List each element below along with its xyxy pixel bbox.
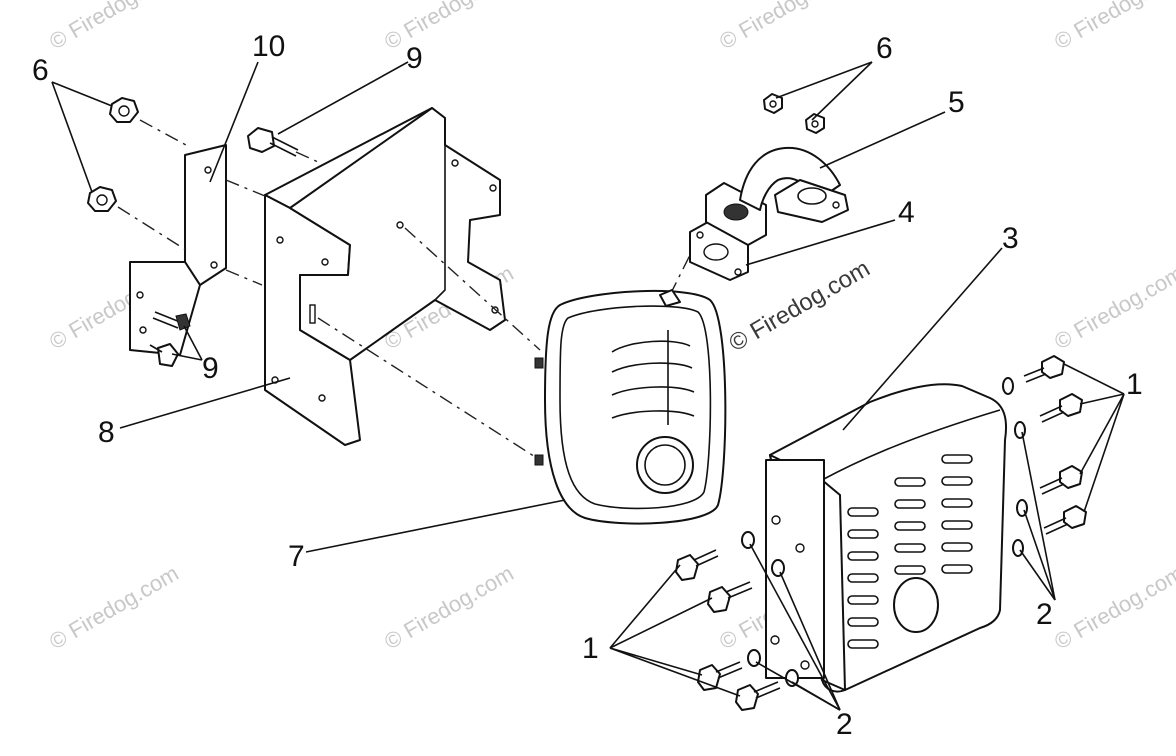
callout-4: 4 — [898, 196, 915, 229]
muffler-bracket — [264, 107, 506, 446]
bolt-l1 — [675, 549, 719, 581]
bolt-r3 — [1039, 465, 1083, 495]
bolt-lower-1 — [152, 311, 191, 331]
nut-right-2 — [805, 113, 825, 134]
watermark: © Firedog.com — [1050, 0, 1176, 54]
callout-9-bottom: 9 — [202, 352, 219, 385]
callout-10: 10 — [252, 30, 285, 63]
nut-left-lower — [87, 186, 117, 212]
callout-3: 3 — [1002, 222, 1019, 255]
callout-5: 5 — [948, 86, 965, 119]
bolt-l2 — [707, 581, 753, 613]
watermark: © Firedog.com — [380, 560, 518, 654]
callout-6-right: 6 — [876, 32, 893, 65]
bolt-r4 — [1043, 505, 1087, 535]
bolt-l4 — [735, 681, 781, 711]
watermark: © Firedog.com — [45, 0, 183, 54]
callout-7: 7 — [288, 540, 305, 573]
leader-lines — [51, 61, 1125, 711]
watermark: © Firedog.com — [715, 0, 853, 54]
bolt-top — [247, 127, 299, 157]
muffler-protector — [765, 383, 1008, 693]
assembly-lines — [117, 119, 696, 461]
bolt-r2 — [1039, 393, 1083, 423]
watermark: © Firedog.com — [45, 560, 183, 654]
callout-1-right: 1 — [1126, 368, 1143, 401]
bolt-r1 — [1023, 355, 1065, 383]
fasteners-right — [1002, 355, 1087, 557]
bolt-l3 — [697, 661, 743, 691]
callout-2-right: 2 — [1036, 598, 1053, 631]
callout-2-bottom: 2 — [836, 708, 853, 741]
callout-labels: 10 9 6 6 5 4 3 9 8 7 1 2 1 2 — [32, 30, 1143, 741]
bolt-lower-2 — [149, 343, 179, 367]
fasteners-left — [675, 531, 799, 711]
nut-right-1 — [763, 93, 783, 114]
exhaust-pipe — [705, 146, 849, 246]
stay-bracket — [129, 144, 227, 356]
callout-9-top: 9 — [406, 42, 423, 75]
protector-vents — [847, 454, 973, 649]
callout-8: 8 — [98, 416, 115, 449]
watermark: © Firedog.com — [1050, 560, 1176, 654]
callout-1-left: 1 — [582, 632, 599, 665]
nut-left-upper — [109, 97, 139, 123]
watermark: © Firedog.com — [1050, 260, 1176, 354]
muffler — [534, 289, 727, 525]
callout-6-left: 6 — [32, 54, 49, 87]
watermark: © Firedog.com — [380, 0, 518, 54]
